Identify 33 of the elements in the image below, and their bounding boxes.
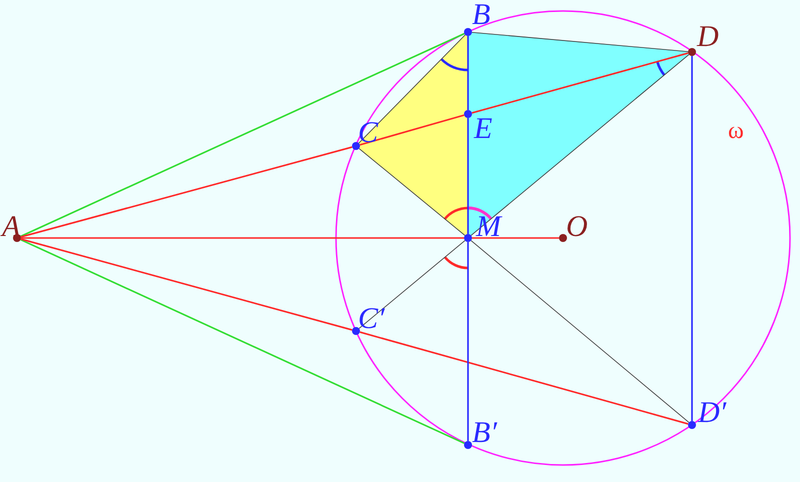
point-dot [559, 234, 567, 242]
point-label: B [472, 0, 490, 30]
line-segment [358, 34, 466, 144]
point-label: D [697, 22, 719, 52]
point-label: E [474, 114, 492, 144]
line-segment [20, 238, 465, 444]
point-dot [352, 327, 360, 335]
point-dot [352, 142, 360, 150]
line-segment [20, 32, 465, 238]
line-segment [467, 242, 469, 441]
line-segment [358, 240, 466, 329]
line-segment [691, 56, 693, 421]
point-label: M [476, 212, 501, 242]
line-segment [358, 148, 466, 236]
line-segment [472, 237, 559, 239]
point-dot [13, 234, 21, 242]
line-segment [20, 238, 352, 331]
point-dot [464, 234, 472, 242]
point-dot [688, 421, 696, 429]
line-segment [20, 146, 352, 238]
circle-label: ω [728, 117, 744, 146]
point-dot [464, 441, 472, 449]
point-dot [464, 28, 472, 36]
line-segment [467, 36, 469, 110]
point-label: O [566, 212, 588, 242]
point-label: B′ [472, 418, 497, 448]
line-segment [21, 237, 464, 239]
line-segment [472, 32, 688, 52]
line-segment [472, 52, 688, 114]
line-segment [470, 240, 690, 423]
line-segment [360, 331, 688, 425]
point-dot [688, 48, 696, 56]
line-segment [467, 118, 469, 234]
